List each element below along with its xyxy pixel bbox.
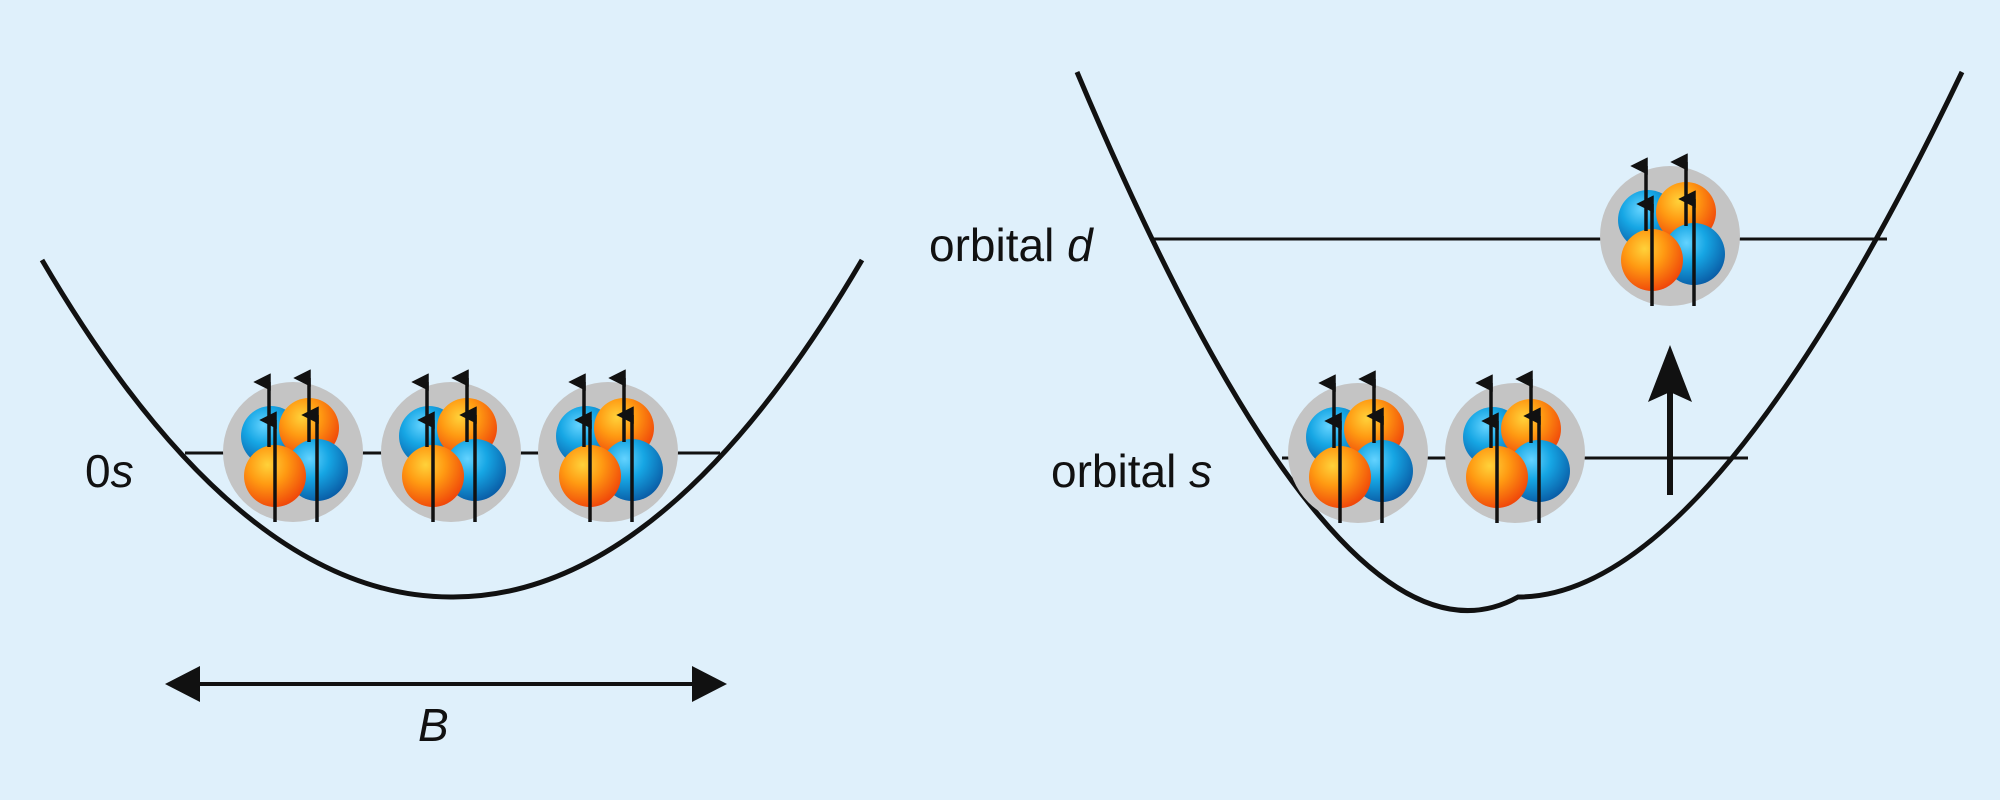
nucleus-right-s-2: [1445, 379, 1585, 523]
up-arrow-icon: [1648, 345, 1692, 495]
double-headed-arrow-icon: [165, 666, 727, 702]
label-orbital-s: orbital s: [1051, 445, 1213, 497]
nucleus-right-d-1: [1600, 162, 1740, 306]
label-B: B: [418, 699, 449, 751]
left-potential-well: [39, 258, 865, 600]
nucleus-right-s-1: [1288, 379, 1428, 523]
nucleus-left-1: [223, 378, 363, 522]
right-potential-well: [1074, 70, 1965, 614]
right-well-curve: [1074, 70, 1965, 614]
nucleus-left-3: [538, 378, 678, 522]
nucleus-left-2: [381, 378, 521, 522]
label-orbital-d: orbital d: [929, 219, 1093, 271]
left-well-curve: [39, 258, 865, 600]
label-0s: 0s: [85, 445, 134, 497]
